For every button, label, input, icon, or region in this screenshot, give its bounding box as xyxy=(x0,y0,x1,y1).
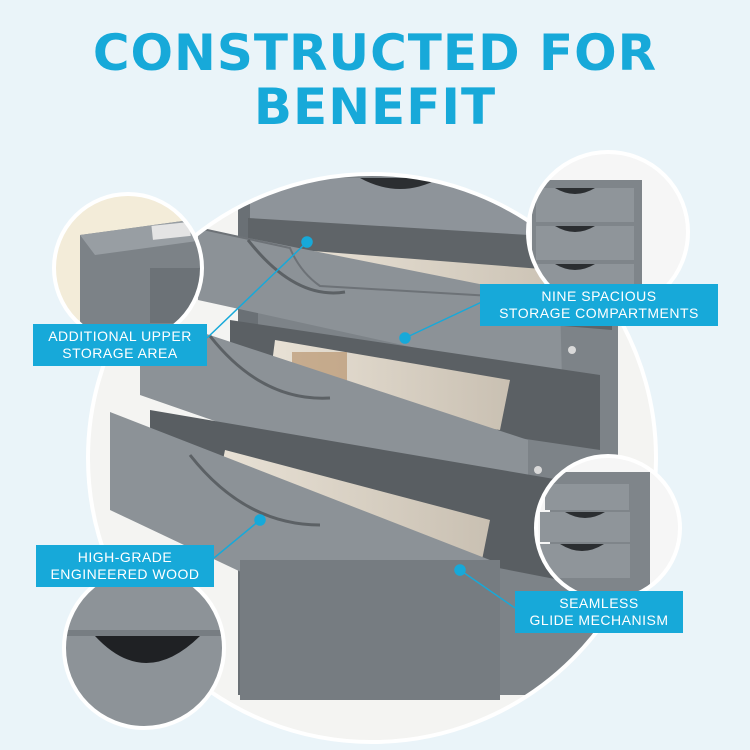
callout-upper-storage-line1: ADDITIONAL UPPER xyxy=(48,328,192,344)
drawer-stack-detail-side xyxy=(536,456,680,600)
headline-line2: BENEFIT xyxy=(253,78,497,136)
callout-nine-spacious-line2: STORAGE COMPARTMENTS xyxy=(499,305,699,321)
callout-upper-storage: ADDITIONAL UPPER STORAGE AREA xyxy=(33,324,207,366)
callout-engineered-wood-line2: ENGINEERED WOOD xyxy=(50,566,200,582)
headline-line1: CONSTRUCTED FOR xyxy=(92,24,658,82)
callout-engineered-wood-line1: HIGH-GRADE xyxy=(77,549,173,565)
callout-upper-storage-line2: STORAGE AREA xyxy=(62,345,178,361)
callout-leaders xyxy=(206,236,516,609)
headline: CONSTRUCTED FOR BENEFIT xyxy=(0,26,750,134)
callout-glide-mechanism-line1: SEAMLESS xyxy=(559,595,639,611)
callout-engineered-wood: HIGH-GRADE ENGINEERED WOOD xyxy=(36,545,214,587)
finger-pull-detail xyxy=(64,568,224,728)
callout-glide-mechanism-line2: GLIDE MECHANISM xyxy=(529,612,669,628)
callout-glide-mechanism: SEAMLESS GLIDE MECHANISM xyxy=(515,591,683,633)
callout-nine-spacious: NINE SPACIOUS STORAGE COMPARTMENTS xyxy=(480,284,718,326)
upper-storage-detail-photo xyxy=(54,194,202,342)
callout-nine-spacious-line1: NINE SPACIOUS xyxy=(541,288,657,304)
